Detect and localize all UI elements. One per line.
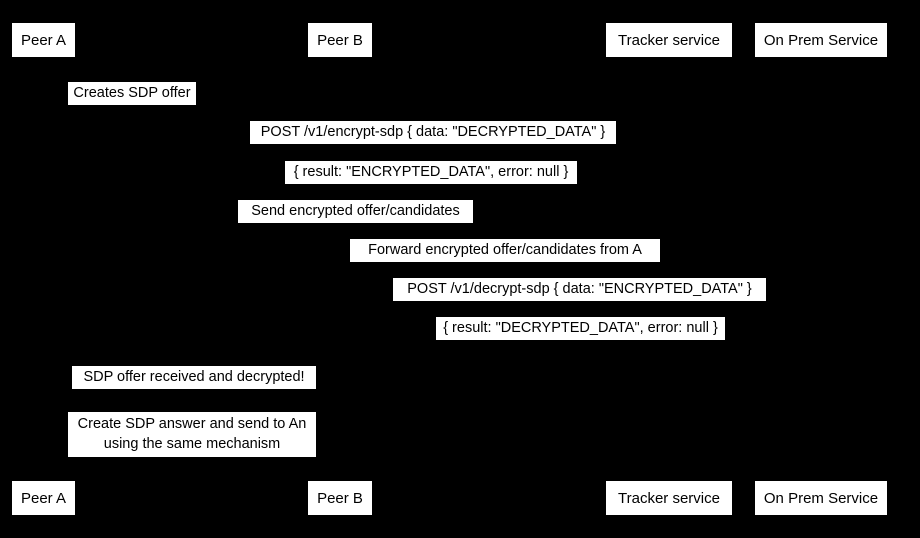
- participant-label: On Prem Service: [763, 489, 879, 507]
- participant-tracker-service-top[interactable]: Tracker service: [605, 22, 733, 58]
- message-label-forward-encrypted-offer[interactable]: Forward encrypted offer/candidates from …: [350, 239, 660, 262]
- participant-label: On Prem Service: [763, 31, 879, 49]
- lifeline-peer-b: [340, 58, 341, 480]
- message-label-sdp-offer-received[interactable]: SDP offer received and decrypted!: [72, 366, 316, 389]
- arrow-decrypt-sdp-result: [340, 340, 821, 341]
- participant-label: Tracker service: [618, 31, 720, 49]
- message-label-post-decrypt-sdp[interactable]: POST /v1/decrypt-sdp { data: "ENCRYPTED_…: [393, 278, 766, 301]
- arrow-send-encrypted-offer: [43, 223, 669, 224]
- message-label-post-encrypt-sdp[interactable]: POST /v1/encrypt-sdp { data: "DECRYPTED_…: [250, 121, 616, 144]
- message-text: SDP offer received and decrypted!: [83, 369, 305, 386]
- lifeline-tracker: [669, 58, 670, 480]
- arrow-post-encrypt-sdp: [43, 144, 821, 145]
- message-text: { result: "ENCRYPTED_DATA", error: null …: [293, 164, 569, 181]
- participant-label: Tracker service: [618, 489, 720, 507]
- participant-label: Peer B: [317, 489, 363, 507]
- message-label-encrypt-sdp-result[interactable]: { result: "ENCRYPTED_DATA", error: null …: [285, 161, 577, 184]
- arrow-post-decrypt-sdp: [340, 301, 821, 302]
- message-text: POST /v1/encrypt-sdp { data: "DECRYPTED_…: [260, 124, 606, 141]
- message-label-creates-sdp-offer[interactable]: Creates SDP offer: [68, 82, 196, 105]
- participant-on-prem-service-top[interactable]: On Prem Service: [754, 22, 888, 58]
- participant-label: Peer B: [317, 31, 363, 49]
- participant-tracker-service-bottom[interactable]: Tracker service: [605, 480, 733, 516]
- message-label-create-sdp-answer[interactable]: Create SDP answer and send to An using t…: [68, 412, 316, 457]
- participant-peer-a-bottom[interactable]: Peer A: [11, 480, 76, 516]
- lifeline-peer-a: [43, 58, 44, 480]
- participant-label: Peer A: [20, 489, 67, 507]
- participant-peer-b-bottom[interactable]: Peer B: [307, 480, 373, 516]
- message-text: { result: "DECRYPTED_DATA", error: null …: [443, 320, 718, 337]
- message-text: Send encrypted offer/candidates: [251, 203, 460, 220]
- message-text: Creates SDP offer: [73, 85, 191, 102]
- message-text: POST /v1/decrypt-sdp { data: "ENCRYPTED_…: [407, 281, 752, 298]
- message-text: Forward encrypted offer/candidates from …: [368, 242, 642, 259]
- participant-label: Peer A: [20, 31, 67, 49]
- message-text-line-1: Create SDP answer and send to An: [77, 415, 307, 432]
- lifeline-on-prem: [821, 58, 822, 480]
- arrow-create-sdp-answer: [43, 457, 340, 458]
- participant-on-prem-service-bottom[interactable]: On Prem Service: [754, 480, 888, 516]
- participant-peer-b-top[interactable]: Peer B: [307, 22, 373, 58]
- message-label-send-encrypted-offer[interactable]: Send encrypted offer/candidates: [238, 200, 473, 223]
- message-text-line-2: using the same mechanism: [103, 435, 281, 452]
- arrow-forward-encrypted-offer: [340, 262, 669, 263]
- arrow-encrypt-sdp-result: [43, 184, 821, 185]
- participant-peer-a-top[interactable]: Peer A: [11, 22, 76, 58]
- message-label-decrypt-sdp-result[interactable]: { result: "DECRYPTED_DATA", error: null …: [436, 317, 725, 340]
